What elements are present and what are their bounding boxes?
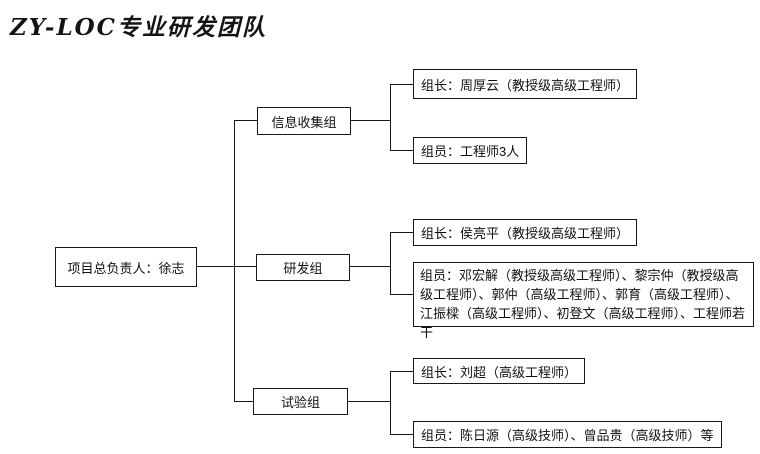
node-group1-leader: 组长：周厚云（教授级高级工程师）: [413, 69, 638, 99]
node-project-leader: 项目总负责人：徐志: [55, 247, 197, 287]
connector-group1-spine: [390, 84, 391, 151]
connector-group1-members-stub: [390, 150, 413, 151]
node-group-rnd: 研发组: [256, 254, 350, 281]
connector-group3-members-stub: [390, 434, 413, 435]
connector-group2-spine: [390, 232, 391, 295]
node-group-test: 试验组: [253, 388, 348, 415]
connector-group2-leader-stub: [390, 232, 413, 233]
node-group1-members: 组员：工程师3人: [413, 137, 528, 164]
node-group2-leader: 组长：侯亮平（教授级高级工程师）: [413, 219, 638, 246]
connector-group3-leader-stub: [390, 371, 413, 372]
connector-group2-out: [350, 266, 390, 267]
connector-trunk-to-group3: [234, 401, 253, 402]
node-group2-members: 组员：邓宏解（教授级高级工程师）、黎宗仲（教授级高级工程师）、郭仲（高级工程师）…: [413, 262, 754, 340]
connector-group1-out: [351, 120, 390, 121]
connector-group3-out: [348, 401, 390, 402]
node-group-info-collection: 信息收集组: [257, 107, 351, 135]
connector-group3-spine: [390, 371, 391, 434]
node-group3-leader: 组长：刘超（高级工程师）: [413, 358, 586, 384]
page-title: ZY-LOC专业研发团队: [10, 14, 267, 41]
connector-group1-leader-stub: [390, 84, 413, 85]
connector-root-to-trunk: [197, 266, 256, 267]
connector-trunk-to-group1: [234, 120, 257, 121]
node-group3-members: 组员：陈日源（高级技师）、曾品贵（高级技师）等: [413, 421, 722, 448]
connector-trunk: [234, 120, 235, 402]
connector-group2-members-stub: [390, 294, 413, 295]
